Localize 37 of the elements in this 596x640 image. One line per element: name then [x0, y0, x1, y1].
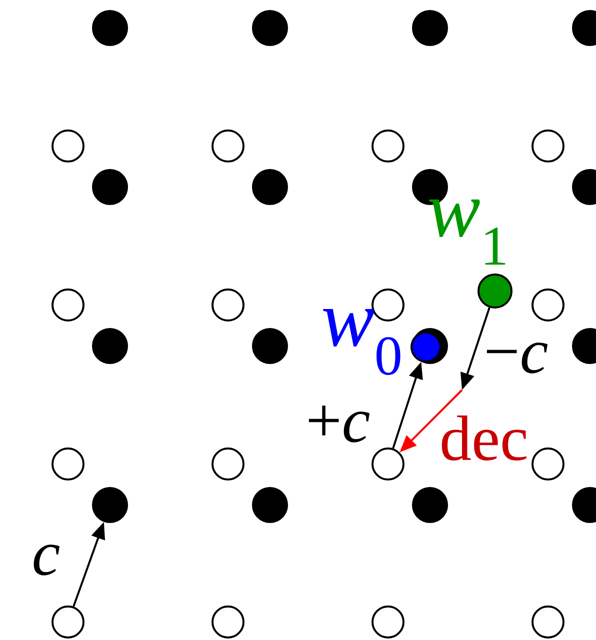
filled-dot [92, 328, 128, 364]
edge-label: +c [304, 404, 372, 444]
open-circle [52, 606, 84, 638]
open-circle [532, 448, 564, 480]
marked-point [410, 332, 442, 362]
filled-dot [92, 169, 128, 205]
point-label: w$_{0}$ [322, 309, 400, 375]
open-circle [532, 130, 564, 162]
open-circle [372, 448, 404, 480]
open-circle [212, 606, 244, 638]
filled-dot [252, 10, 288, 46]
open-circle [372, 606, 404, 638]
edge-label: c [30, 544, 62, 576]
edge-label: −c [482, 342, 550, 374]
point-label: w$_{1}$ [428, 199, 506, 265]
open-circle [532, 288, 564, 322]
filled-dot [572, 487, 596, 523]
edge-label: dec [438, 414, 530, 462]
filled-dot [572, 328, 596, 364]
open-circle [212, 130, 244, 162]
open-circle [212, 288, 244, 322]
open-circle [52, 448, 84, 480]
filled-dot [412, 487, 448, 523]
filled-dot [412, 10, 448, 46]
filled-dot [572, 169, 596, 205]
filled-dot [92, 487, 128, 523]
filled-dot [252, 169, 288, 205]
filled-dot [252, 328, 288, 364]
filled-dot [252, 487, 288, 523]
open-circle [52, 130, 84, 162]
filled-dot [572, 10, 596, 46]
marked-point [478, 274, 512, 308]
open-circle [532, 606, 564, 638]
filled-dot [92, 10, 128, 46]
open-circle [52, 288, 84, 322]
open-circle [372, 130, 404, 162]
open-circle [212, 448, 244, 480]
